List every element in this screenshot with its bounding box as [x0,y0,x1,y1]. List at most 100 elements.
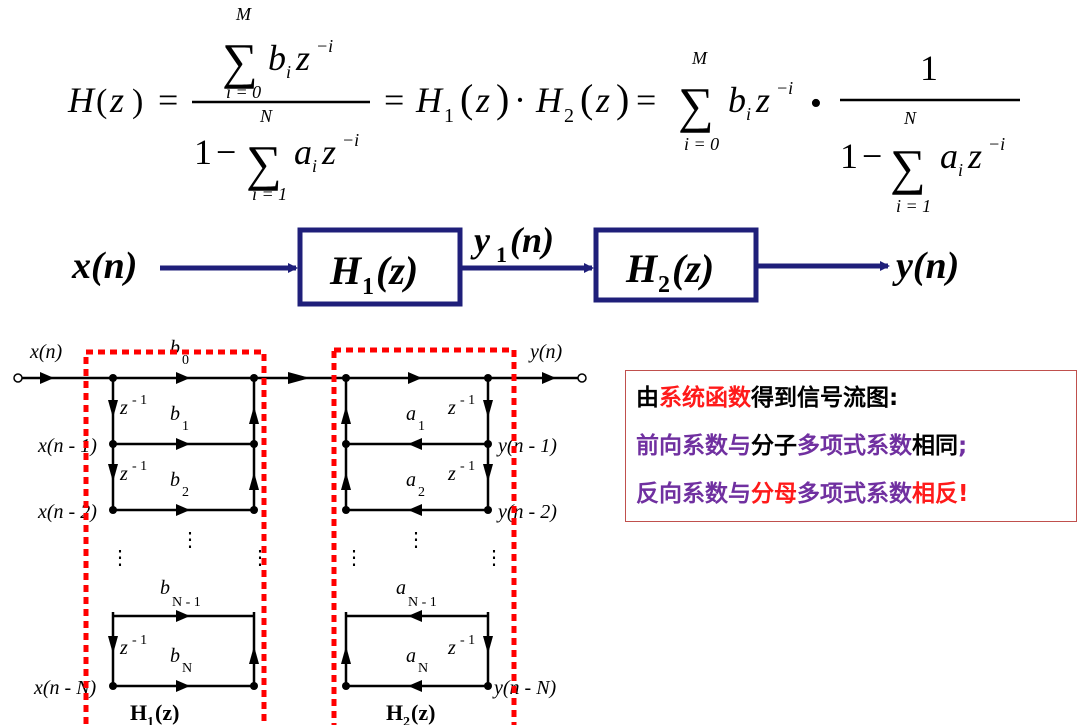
label-aN1-sub: N - 1 [408,595,437,610]
formula-eq2: = [384,80,404,120]
label-bN-sub: N [182,661,192,676]
H1-sub: 1 [444,105,454,127]
sum-sign-1: ∑ [222,33,258,89]
note-text: 相同 [912,433,958,459]
vdots-icon: ⋮ [250,547,270,569]
explanation-note-box: 由系统函数得到信号流图: 前向系数与分子多项式系数相同; 反向系数与分母多项式系… [625,370,1077,522]
sum-sign-2: ∑ [246,135,282,191]
neg-i-exp: −i [988,134,1005,154]
label-zinv-pow: - 1 [132,633,147,648]
vdots-icon: ⋮ [110,547,130,569]
block-H1-H: H [329,248,363,293]
label-zinv-pow: - 1 [460,393,475,408]
sum-lower-i1: i = 1 [252,184,287,204]
label-zinv: z [447,397,456,419]
label-y-nN: y(n - N) [492,677,557,699]
neg-i-exp: −i [342,130,359,150]
vdots-icon: ⋮ [406,529,426,551]
label-x-n1: x(n - 1) [37,435,97,457]
label-y-n: y(n) [528,341,563,363]
vdots-icon: ⋮ [180,529,200,551]
label-b1: b [170,403,180,425]
sum-upper-M: M [691,48,708,68]
formula-eq1: = [158,80,178,120]
transfer-function-formula: H ( z ) = M ∑ i = 0 b i z −i 1 − N ∑ i =… [67,4,1020,216]
label-a2: a [406,469,416,491]
sum-sign-3: ∑ [678,77,714,133]
caption-H1-sub: 1 [147,715,154,725]
paren: ) [616,76,629,121]
z: z [755,80,770,120]
label-b2: b [170,469,180,491]
sub-i: i [958,160,963,180]
note-text: 多项式系数 [797,433,912,459]
label-zinv: z [447,637,456,659]
den-minus: − [216,132,236,172]
label-x-nN: x(n - N) [33,677,97,699]
bullet-op: • [810,85,822,122]
note-text: 分子 [751,433,797,459]
sum-lower-i0: i = 0 [226,82,261,102]
note-text: 由 [636,385,659,411]
coef-b: b [728,80,746,120]
caption-H1-arg: (z) [155,700,179,725]
coef-a: a [940,136,958,176]
block-H2 [593,227,759,303]
label-b2-sub: 2 [182,485,189,500]
label-zinv: z [119,397,128,419]
label-a1-sub: 1 [418,419,425,434]
vdots-icon: ⋮ [344,547,364,569]
sub-i: i [746,104,751,124]
caption-H1: H [130,700,147,725]
note-text: 系统函数 [659,385,751,411]
H2: H [535,80,564,120]
block-input-label: x(n) [71,245,137,287]
note-text: 反向系数与 [636,481,751,507]
note-text: 前向系数与 [636,433,751,459]
den-one: 1 [840,136,858,176]
paren: ) [496,76,509,121]
label-bN1: b [160,577,170,599]
paren: ( [460,76,473,121]
label-aN1: a [396,577,406,599]
label-y-n2: y(n - 2) [496,501,557,523]
sum-lower-i1: i = 1 [896,196,931,216]
label-aN: a [406,645,416,667]
block-H1-sub: 1 [362,274,374,300]
sub-i: i [286,62,291,82]
signal-flow-graph: x(n) y(n) b 0 [13,337,587,725]
den-one: 1 [194,132,212,172]
label-zinv-pow: - 1 [460,459,475,474]
neg-i-exp: −i [316,36,333,56]
sum-upper-N: N [259,106,273,126]
label-bN: b [170,645,180,667]
label-zinv-pow: - 1 [132,459,147,474]
label-x-n2: x(n - 2) [37,501,97,523]
sum-upper-N: N [903,108,917,128]
cascade-block-diagram: x(n) H 1 (z) y 1 (n) H 2 (z) y(n) [71,220,959,307]
note-text: ! [958,481,969,507]
h1-region-box [83,349,267,725]
paren: ( [580,76,593,121]
note-text: 分母 [751,481,797,507]
label-y-n1: y(n - 1) [496,435,557,457]
label-b0: b [170,337,180,359]
dot-op: · [514,80,526,120]
label-zinv: z [447,463,456,485]
paren: ) [132,83,143,120]
note-text: ; [958,433,968,459]
coef-b: b [268,38,286,78]
block-output-label: y(n) [892,245,959,287]
note-line-2: 前向系数与分子多项式系数相同; [636,422,1076,470]
label-bN1-sub: N - 1 [172,595,201,610]
label-zinv-pow: - 1 [460,633,475,648]
caption-H2: H [386,700,403,725]
H2-sub: 2 [564,105,574,127]
caption-H2-arg: (z) [411,700,435,725]
note-line-1: 由系统函数得到信号流图: [636,374,1076,422]
block-H1 [297,227,463,307]
caption-H2-sub: 2 [403,715,410,725]
label-zinv-pow: - 1 [132,393,147,408]
sum-lower-i0: i = 0 [684,134,719,154]
